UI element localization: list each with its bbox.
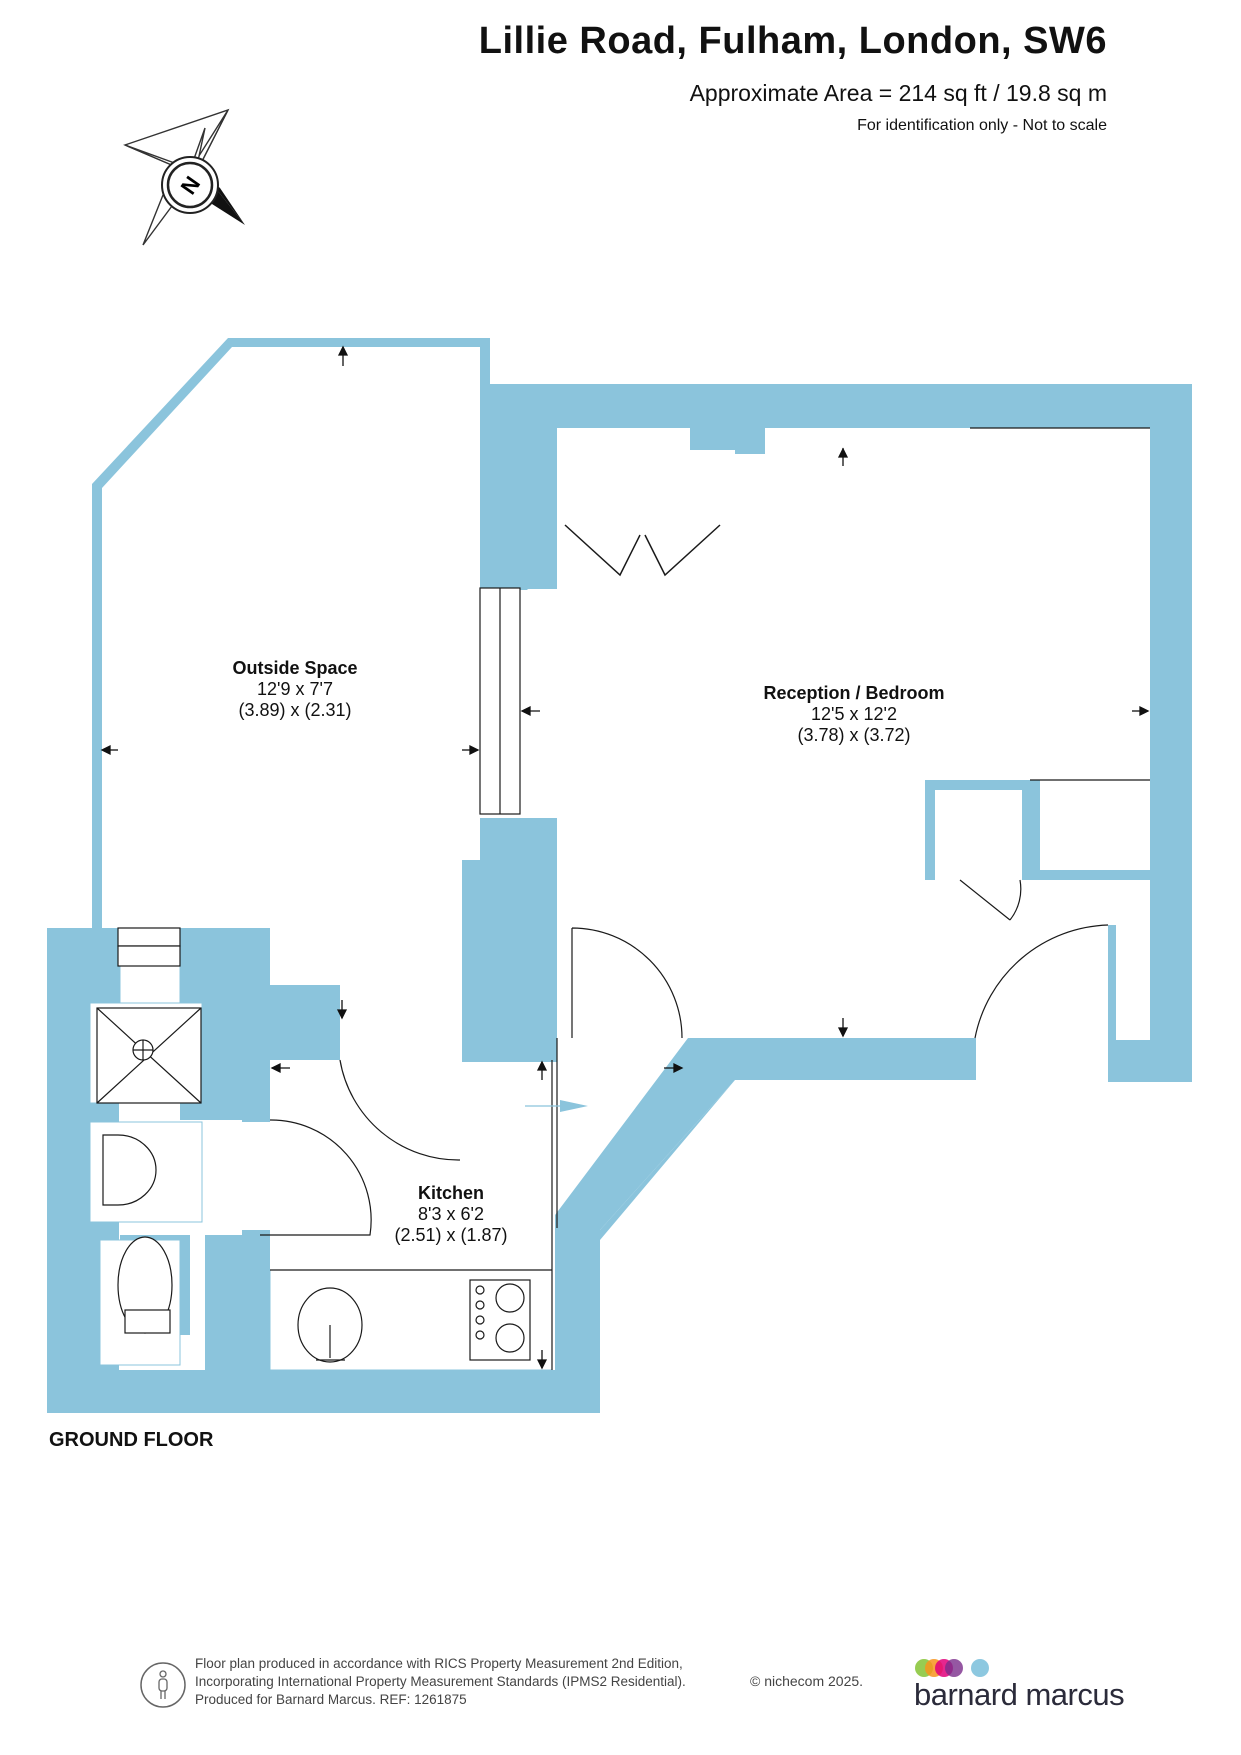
footer-line-2: Incorporating International Property Mea… <box>195 1674 686 1689</box>
footer-line-3: Produced for Barnard Marcus. REF: 126187… <box>195 1692 467 1707</box>
scale-note: For identification only - Not to scale <box>857 117 1107 134</box>
copyright: © nichecom 2025. <box>750 1673 864 1689</box>
room-outside-space: Outside Space 12'9 x 7'7 (3.89) x (2.31) <box>232 658 357 721</box>
room-name: Reception / Bedroom <box>763 683 945 703</box>
north-compass-icon: N <box>123 108 245 246</box>
room-metric: (3.78) x (3.72) <box>797 725 911 745</box>
room-imperial: 8'3 x 6'2 <box>418 1204 484 1224</box>
room-imperial: 12'9 x 7'7 <box>257 679 333 699</box>
property-title: Lillie Road, Fulham, London, SW6 <box>478 20 1107 62</box>
approximate-area: Approximate Area = 214 sq ft / 19.8 sq m <box>689 80 1107 106</box>
floor-label: GROUND FLOOR <box>49 1429 214 1451</box>
brand-logo-dots <box>915 1659 989 1677</box>
brand-name: barnard marcus <box>914 1677 1125 1712</box>
room-name: Outside Space <box>232 658 358 678</box>
footer-line-1: Floor plan produced in accordance with R… <box>195 1656 683 1671</box>
room-kitchen: Kitchen 8'3 x 6'2 (2.51) x (1.87) <box>394 1183 507 1246</box>
room-metric: (2.51) x (1.87) <box>394 1225 508 1245</box>
person-icon <box>140 1662 186 1708</box>
room-name: Kitchen <box>417 1183 485 1203</box>
room-reception-bedroom: Reception / Bedroom 12'5 x 12'2 (3.78) x… <box>763 683 944 746</box>
room-metric: (3.89) x (2.31) <box>238 700 352 720</box>
measurement-footer: Floor plan produced in accordance with R… <box>195 1655 686 1709</box>
room-imperial: 12'5 x 12'2 <box>811 704 897 724</box>
